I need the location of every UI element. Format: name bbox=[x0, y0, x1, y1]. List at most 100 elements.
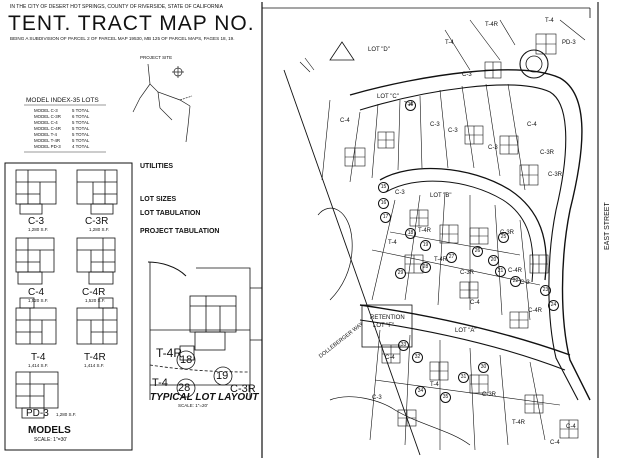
model-card-name: T-4 bbox=[31, 352, 46, 363]
typical-lot-label: 19 bbox=[216, 370, 229, 382]
lot-plan-label: C-3 bbox=[430, 122, 440, 128]
model-card-name: T-4R bbox=[84, 352, 106, 363]
lot-number: 24 bbox=[548, 300, 559, 311]
lot-label: LOT "A" bbox=[455, 328, 477, 334]
model-card-area: 1,280 S.F. bbox=[56, 412, 77, 417]
sheet-title: TENT. TRACT MAP NO. bbox=[8, 12, 255, 35]
lot-plan-label: C-4 bbox=[527, 122, 537, 128]
lot-number: 14 bbox=[405, 100, 416, 111]
project-site-label: PROJECT SITE bbox=[140, 55, 173, 60]
floorplan-c4 bbox=[15, 237, 55, 285]
model-floorplans bbox=[15, 169, 118, 419]
utilities-heading: UTILITIES bbox=[140, 163, 174, 170]
lot-number: 26 bbox=[472, 246, 483, 257]
project-tabulation-heading: PROJECT TABULATION bbox=[140, 228, 220, 235]
model-card-name: C-4 bbox=[28, 287, 45, 298]
lot-plan-label: C-3R bbox=[482, 392, 497, 398]
typical-lot-label: T-4R bbox=[156, 346, 183, 360]
lot-label: LOT "D" bbox=[368, 47, 390, 53]
lot-number: 32 bbox=[412, 352, 423, 363]
model-card-area: 1,414 S.F. bbox=[28, 363, 49, 368]
model-card-area: 1,520 S.F. bbox=[85, 298, 106, 303]
lot-plan-label: T-4 bbox=[430, 382, 439, 388]
models-scale: SCALE: 1"=30' bbox=[34, 437, 68, 443]
lot-number: 35 bbox=[440, 392, 451, 403]
lot-number: 31 bbox=[458, 372, 469, 383]
lot-plan-label: C-4 bbox=[340, 118, 350, 124]
lot-number: 28 bbox=[420, 262, 431, 273]
typical-lot-scale: SCALE: 1"=20' bbox=[178, 403, 208, 408]
typical-lot-label: 18 bbox=[180, 354, 193, 366]
lot-number: 25 bbox=[498, 232, 509, 243]
model-card-area: 1,520 S.F. bbox=[28, 298, 49, 303]
lot-plan-label: C-4 bbox=[550, 440, 560, 446]
location-line: IN THE CITY OF DESERT HOT SPRINGS, COUNT… bbox=[10, 4, 223, 10]
floorplan-c3 bbox=[15, 169, 57, 215]
lot-plan-label: T-4 bbox=[388, 240, 397, 246]
lot-plan-label: C-3 bbox=[488, 145, 498, 151]
lot-number: 22 bbox=[510, 276, 521, 287]
lot-plan-label: T-4R bbox=[512, 420, 526, 426]
lot-number: 15 bbox=[378, 182, 389, 193]
model-card-name: C-4R bbox=[82, 287, 106, 298]
lot-plan-label: C-3 bbox=[372, 395, 382, 401]
lot-plan-label: PD-3 bbox=[562, 40, 576, 46]
sheet-subtitle: BEING A SUBDIVISION OF PARCEL 2 OF PARCE… bbox=[10, 36, 235, 41]
lot-sizes-heading: LOT SIZES bbox=[140, 196, 177, 203]
lot-number: 21 bbox=[495, 266, 506, 277]
typical-lot-drawing bbox=[147, 261, 262, 400]
vicinity-map-sketch bbox=[132, 63, 193, 143]
lot-plan-label: C-3R bbox=[460, 270, 475, 276]
typical-lot-label: T-4 bbox=[152, 377, 168, 389]
lot-plan-label: C-4R bbox=[508, 268, 523, 274]
typical-lot-label: 28 bbox=[178, 382, 191, 394]
lot-plan-label: C-4 bbox=[470, 300, 480, 306]
models-panel-frame bbox=[4, 162, 133, 451]
lot-label: LOT "C" bbox=[377, 94, 399, 100]
lot-number: 16 bbox=[378, 198, 389, 209]
typical-lot-label: C-3R bbox=[230, 383, 256, 395]
lot-number: 27 bbox=[446, 252, 457, 263]
model-index-title: MODEL INDEX-35 LOTS bbox=[26, 97, 99, 104]
lot-plan-label: T-4R bbox=[485, 22, 499, 28]
lot-number: 19 bbox=[420, 240, 431, 251]
lot-number: 23 bbox=[540, 285, 551, 296]
typical-lot-title: TYPICAL LOT LAYOUT bbox=[150, 392, 259, 403]
model-card-name: PD-3 bbox=[26, 408, 49, 419]
lot-number: 29 bbox=[395, 268, 406, 279]
model-card-area: 1,280 S.F. bbox=[89, 227, 110, 232]
lot-plan-label: C-3R bbox=[540, 150, 555, 156]
lot-plan-label: T-4 bbox=[545, 18, 554, 24]
lot-plan-label: C-3 bbox=[462, 72, 472, 78]
lot-plan-label: C-4 bbox=[566, 424, 576, 430]
model-card-name: C-3R bbox=[85, 216, 109, 227]
lot-plan-label: T-4 bbox=[445, 40, 454, 46]
lot-plan-label: C-4R bbox=[528, 308, 543, 314]
floorplan-pd3 bbox=[15, 371, 59, 419]
floorplan-t4 bbox=[15, 297, 57, 345]
lot-plan-label: C-3 bbox=[520, 280, 530, 286]
floorplan-c3r bbox=[76, 169, 118, 215]
lot-plan-label: C-3 bbox=[395, 190, 405, 196]
models-title: MODELS bbox=[28, 425, 71, 436]
model-card-area: 1,414 S.F. bbox=[84, 363, 105, 368]
model-card-area: 1,280 S.F. bbox=[28, 227, 49, 232]
lot-plan-label: C-4 bbox=[385, 355, 395, 361]
lot-number: 17 bbox=[380, 212, 391, 223]
floorplan-t4r bbox=[76, 297, 118, 345]
street-label-east: EAST STREET bbox=[604, 202, 611, 250]
lot-label: LOT "B" bbox=[430, 193, 452, 199]
model-card-name: C-3 bbox=[28, 216, 45, 227]
lot-number: 34 bbox=[415, 386, 426, 397]
lot-number: 30 bbox=[478, 362, 489, 373]
lot-label: LOT "F" bbox=[373, 323, 395, 329]
lot-plan-label: T-4R bbox=[434, 257, 448, 263]
